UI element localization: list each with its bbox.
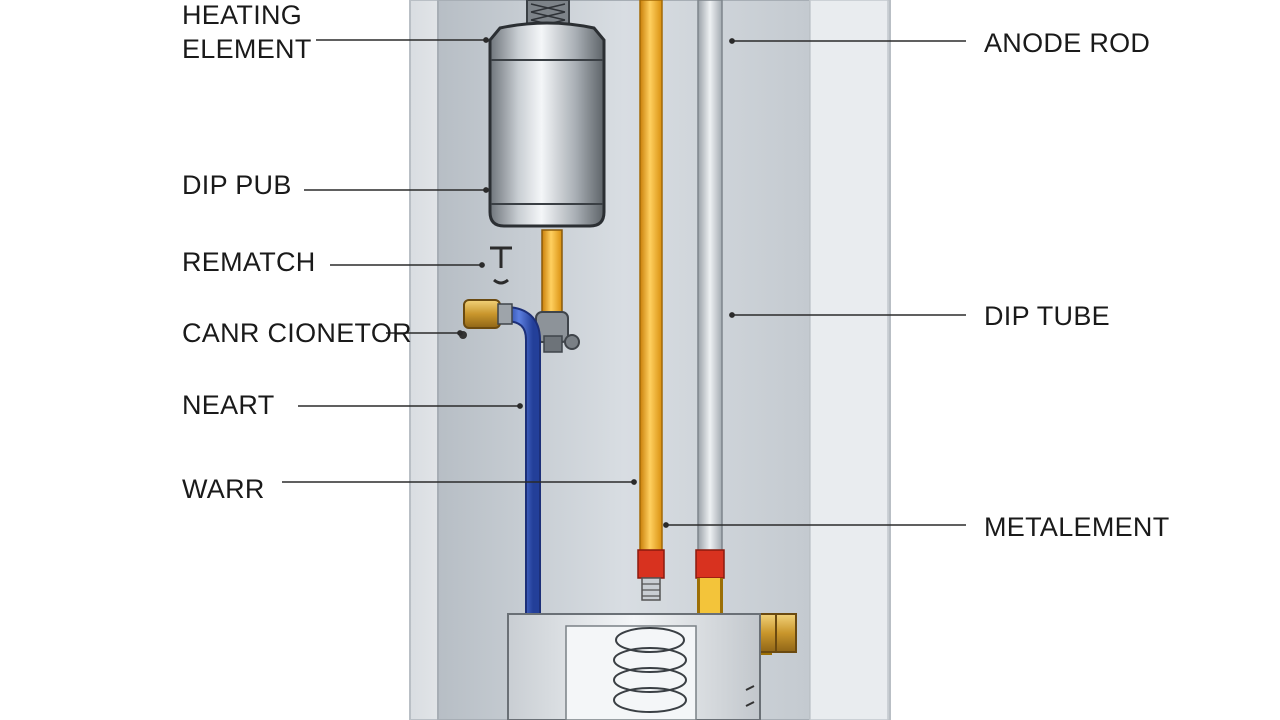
label-neart: NEART xyxy=(182,390,275,420)
tank-right-jacket xyxy=(809,0,889,720)
label-dip-tube: DIP TUBE xyxy=(984,301,1110,331)
cold-water-pipe xyxy=(459,299,541,720)
tee-fitting xyxy=(535,311,580,353)
label-heating-element: HEATING ELEMENT xyxy=(182,0,312,66)
label-connector: CANR CIONETOR xyxy=(182,318,412,348)
label-dip-pub: DIP PUB xyxy=(182,170,292,200)
sensor-symbol xyxy=(490,246,512,285)
label-rematch: REMATCH xyxy=(182,247,316,277)
label-heating-element-line2: ELEMENT xyxy=(182,34,312,64)
leader-lines xyxy=(282,37,966,528)
element-outlet-pipe xyxy=(541,229,563,321)
label-warr: WARR xyxy=(182,474,265,504)
label-heating-element-line1: HEATING xyxy=(182,0,303,30)
heating-element-cylinder xyxy=(488,21,606,228)
hot-water-pipe xyxy=(637,0,665,601)
lower-element-box xyxy=(507,613,761,720)
label-metalement: METALEMENT xyxy=(984,512,1170,542)
label-anode-rod: ANODE ROD xyxy=(984,28,1151,58)
